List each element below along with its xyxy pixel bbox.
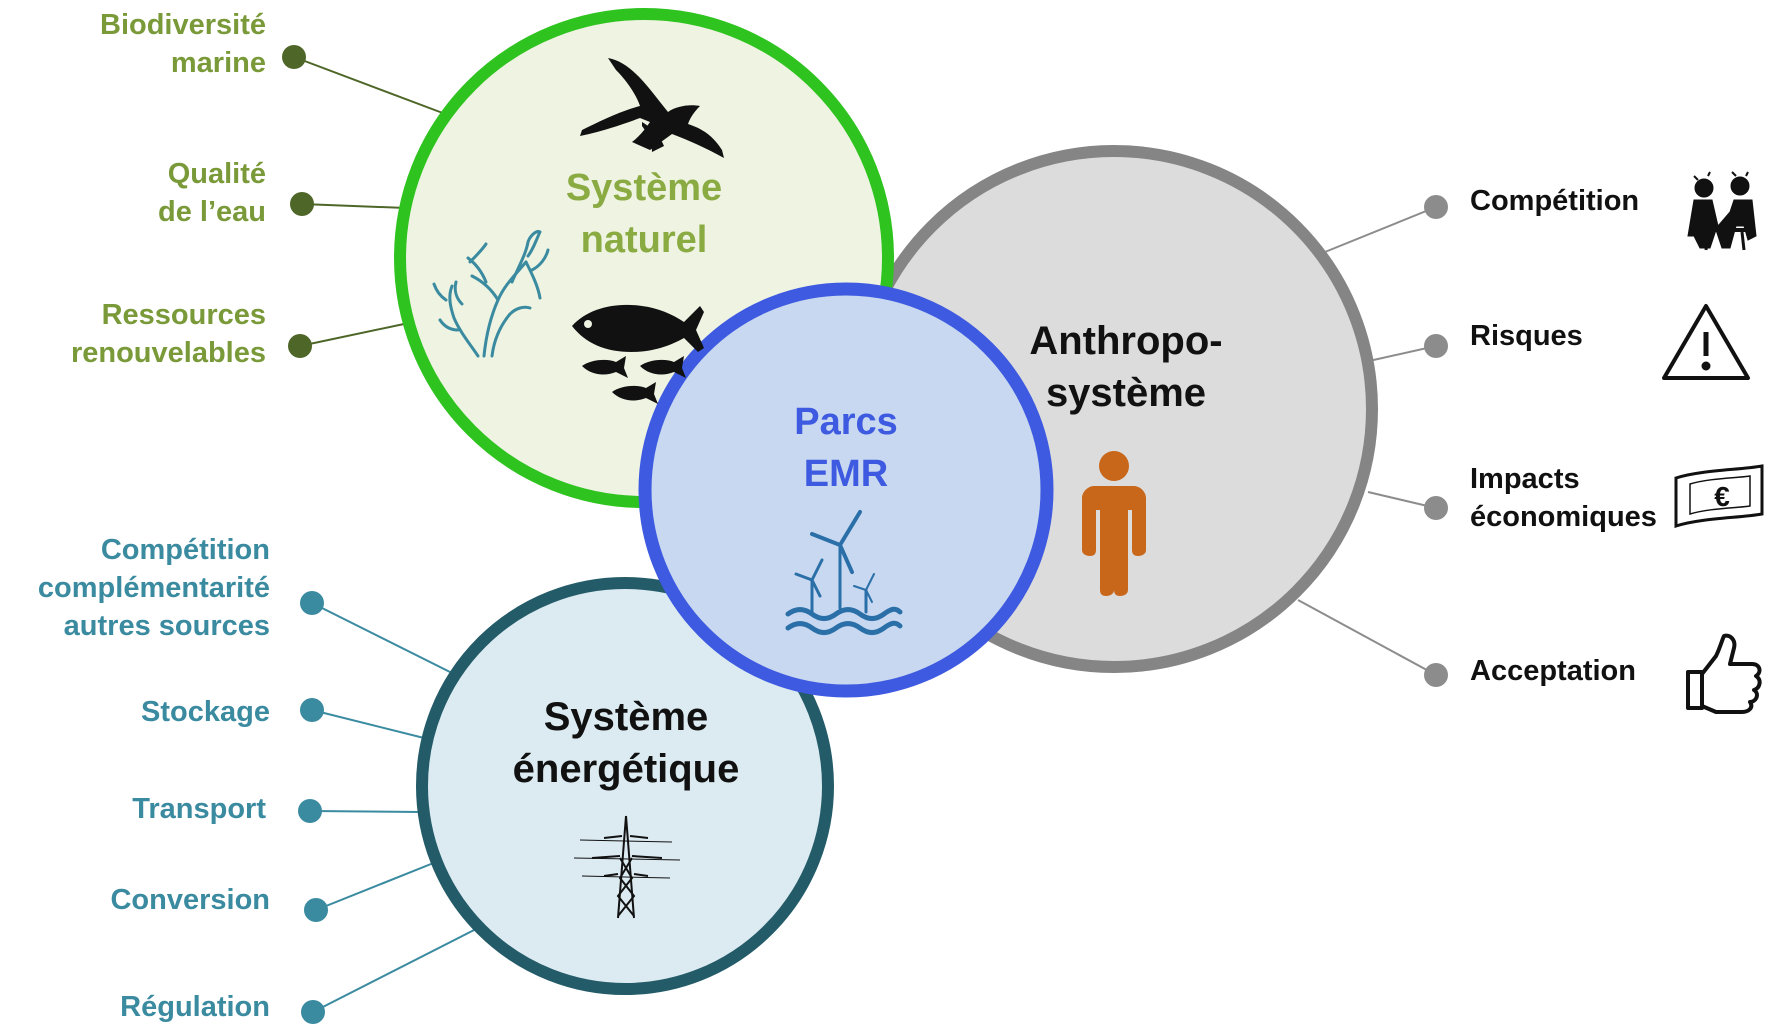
connector-acceptation — [1297, 599, 1437, 676]
label-competition-complementarite: Compétition complémentarité autres sourc… — [38, 531, 270, 645]
label-biodiversite-marine: Biodiversité marine — [100, 6, 266, 82]
connector-competition-complementarite — [311, 602, 451, 673]
energy-circle — [422, 583, 828, 989]
energy-connectors — [309, 602, 481, 1013]
natural-connectors — [293, 56, 449, 347]
dot-acceptation — [1424, 663, 1448, 687]
warning-icon — [1662, 304, 1750, 380]
dot-ressources — [288, 334, 312, 358]
label-ccs-line2: complémentarité — [37, 572, 270, 604]
parcs-circle — [645, 289, 1047, 691]
label-competition: Compétition — [1470, 182, 1639, 220]
label-ressources-line2: renouvelables — [70, 337, 266, 369]
connector-transport — [309, 810, 421, 813]
label-competition-text: Compétition — [1470, 185, 1640, 217]
dot-biodiversite — [282, 45, 306, 69]
competition-icon — [1687, 171, 1757, 251]
connector-conversion — [315, 857, 447, 911]
anthropo-title-line1: Anthropo- — [1029, 319, 1222, 363]
energy-title-line2: énergétique — [513, 747, 740, 791]
dot-regulation — [301, 1000, 325, 1024]
dot-impacts — [1424, 496, 1448, 520]
parcs-title-line1: Parcs — [794, 401, 898, 443]
label-impacts-economiques: Impacts économiques — [1470, 460, 1657, 536]
label-transport-text: Transport — [132, 793, 266, 825]
natural-title-line2: naturel — [581, 219, 708, 261]
label-qualite-line2: de l’eau — [158, 196, 266, 228]
label-ressources-line1: Ressources — [101, 299, 266, 331]
energy-circle-ring — [416, 577, 834, 995]
energy-title-line1: Système — [544, 695, 709, 739]
label-regulation-text: Régulation — [120, 991, 270, 1023]
dot-transport — [298, 799, 322, 823]
label-conversion: Conversion — [110, 881, 270, 919]
label-ressources-renouvelables: Ressources renouvelables — [71, 296, 266, 372]
label-impacts-line1: Impacts — [1470, 463, 1580, 495]
parcs-circle-ring — [638, 282, 1054, 698]
label-biodiversite-line2: marine — [170, 47, 266, 79]
label-qualite-line1: Qualité — [167, 158, 266, 190]
dot-competition-complementarite — [300, 591, 324, 615]
energy-dots — [298, 591, 328, 1024]
natural-title-line1: Système — [566, 167, 722, 209]
anthropo-title-line2: système — [1046, 371, 1206, 415]
bird-icon — [580, 58, 724, 158]
label-ccs-line3: autres sources — [63, 610, 270, 642]
dot-risques — [1424, 334, 1448, 358]
label-transport: Transport — [132, 790, 266, 828]
label-ccs-line1: Compétition — [100, 534, 270, 566]
connector-qualite-eau — [301, 203, 407, 209]
label-stockage: Stockage — [141, 693, 270, 731]
label-conversion-text: Conversion — [110, 884, 270, 916]
label-acceptation: Acceptation — [1470, 652, 1636, 690]
label-impacts-line2: économiques — [1470, 501, 1657, 533]
label-qualite-eau: Qualité de l’eau — [158, 155, 266, 231]
label-regulation: Régulation — [120, 988, 270, 1026]
connector-ressources — [299, 323, 405, 347]
thumbs-up-icon — [1686, 633, 1762, 714]
label-stockage-text: Stockage — [141, 696, 270, 728]
label-acceptation-text: Acceptation — [1470, 655, 1636, 687]
anthropo-dots — [1424, 195, 1448, 687]
label-biodiversite-line1: Biodiversité — [100, 9, 266, 41]
dot-stockage — [300, 698, 324, 722]
euro-symbol: € — [1714, 481, 1730, 512]
dot-competition — [1424, 195, 1448, 219]
label-risques: Risques — [1470, 317, 1583, 355]
connector-biodiversite — [293, 56, 449, 116]
connector-regulation — [312, 926, 481, 1013]
power-pylon-icon — [573, 815, 681, 919]
connector-stockage — [311, 709, 433, 741]
dot-qualite-eau — [290, 192, 314, 216]
fish-icon — [572, 304, 704, 404]
offshore-wind-turbine-icon — [785, 510, 903, 635]
parcs-title-line2: EMR — [804, 453, 888, 495]
connector-competition — [1319, 206, 1437, 255]
dot-conversion — [304, 898, 328, 922]
euro-banknote-icon — [1674, 464, 1764, 529]
natural-dots — [282, 45, 314, 358]
person-icon — [1082, 451, 1146, 596]
label-risques-text: Risques — [1470, 320, 1583, 352]
coral-icon — [432, 230, 550, 358]
